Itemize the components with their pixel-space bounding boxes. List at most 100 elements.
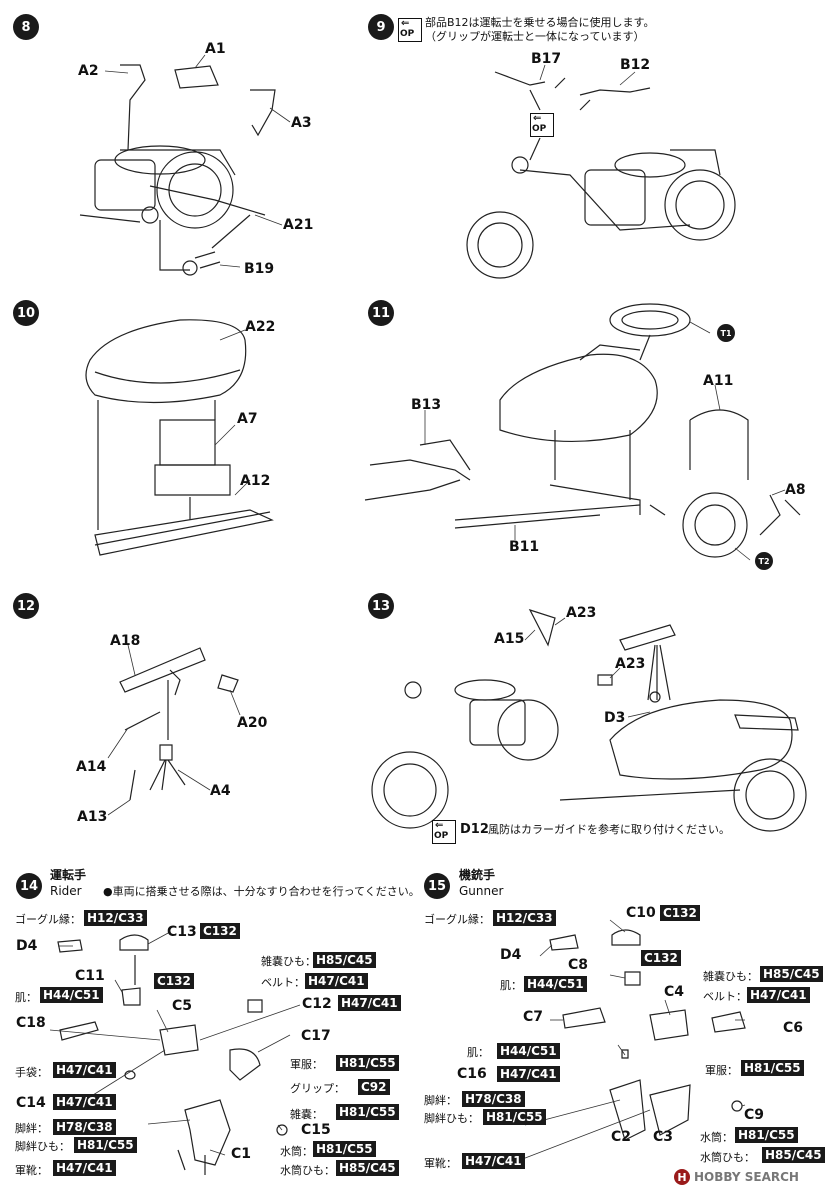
paint-code-c16: H47/C41 bbox=[497, 1066, 560, 1082]
part-label-c15: C15 bbox=[301, 1122, 331, 1138]
part-label-c2: C2 bbox=[611, 1129, 632, 1145]
paint-code-goggle: H12/C33 bbox=[84, 910, 147, 926]
step8-motorcycle-drawing bbox=[79, 64, 276, 276]
windshield-note: 風防はカラーガイドを参考に取り付けください。 bbox=[488, 823, 730, 836]
optional-part-icon: ⇐OP bbox=[432, 820, 456, 844]
part-label-c5: C5 bbox=[172, 998, 193, 1014]
paint-code-skin2-gunner: H44/C51 bbox=[497, 1043, 560, 1059]
step11-sidecar-drawing bbox=[364, 303, 801, 558]
paint-code-c14: H47/C41 bbox=[53, 1094, 116, 1110]
paint-code-stirrup: H78/C38 bbox=[53, 1119, 116, 1135]
step-number-12: 12 bbox=[13, 593, 39, 619]
paint-code-stirrup-strap: H81/C55 bbox=[74, 1137, 137, 1153]
paint-code-belt-gunner: H47/C41 bbox=[747, 987, 810, 1003]
label-belt-gunner: ベルト： bbox=[703, 990, 747, 1003]
part-label-a14: A14 bbox=[76, 759, 107, 775]
step9-note-line2: （グリップが運転士と一体になっています） bbox=[425, 30, 645, 43]
paint-code-stirrup-gunner: H78/C38 bbox=[462, 1091, 525, 1107]
part-label-c11: C11 bbox=[75, 968, 105, 984]
label-skin2-gunner: 肌： bbox=[467, 1046, 489, 1059]
paint-code-canteen-strap: H85/C45 bbox=[336, 1160, 399, 1176]
part-label-t1: T1 bbox=[717, 324, 735, 342]
part-label-a8: A8 bbox=[785, 482, 806, 498]
part-label-d4-gunner: D4 bbox=[500, 947, 522, 963]
label-uniform-gunner: 軍服： bbox=[705, 1064, 738, 1077]
label-stirrup: 脚絆： bbox=[15, 1122, 48, 1135]
label-canteen: 水筒： bbox=[280, 1145, 313, 1158]
part-label-c6: C6 bbox=[783, 1020, 804, 1036]
label-boots: 軍靴： bbox=[15, 1164, 48, 1177]
label-stirrup-strap: 脚絆ひも： bbox=[15, 1140, 70, 1153]
part-label-c1: C1 bbox=[231, 1146, 252, 1162]
label-boots-gunner: 軍靴： bbox=[424, 1157, 457, 1170]
step-number-14: 14 bbox=[16, 873, 42, 899]
rider-title-jp: 運転手 bbox=[50, 868, 87, 882]
label-skin: 肌： bbox=[15, 991, 37, 1004]
paint-code-bag: H81/C55 bbox=[336, 1104, 399, 1120]
step10-sidecar-drawing bbox=[85, 319, 274, 556]
part-label-a7: A7 bbox=[237, 411, 258, 427]
part-label-b11: B11 bbox=[509, 539, 540, 555]
step-number-11: 11 bbox=[368, 300, 394, 326]
label-canteen-gunner: 水筒： bbox=[700, 1131, 733, 1144]
part-label-b13: B13 bbox=[411, 397, 442, 413]
part-label-a20: A20 bbox=[237, 715, 268, 731]
part-label-c8: C8 bbox=[568, 957, 589, 973]
paint-code-canteen-gunner: H81/C55 bbox=[735, 1127, 798, 1143]
paint-code-skin: H44/C51 bbox=[40, 987, 103, 1003]
gunner-title-en: Gunner bbox=[459, 884, 504, 898]
gunner-title-jp: 機銃手 bbox=[459, 868, 496, 882]
step-number-13: 13 bbox=[368, 593, 394, 619]
part-label-a15: A15 bbox=[494, 631, 525, 647]
part-label-a21: A21 bbox=[283, 217, 314, 233]
label-skin-gunner: 肌： bbox=[500, 979, 522, 992]
step-number-15: 15 bbox=[424, 873, 450, 899]
part-label-a3: A3 bbox=[291, 115, 312, 131]
optional-part-icon: ⇐OP bbox=[530, 113, 554, 137]
part-label-a11: A11 bbox=[703, 373, 734, 389]
part-label-a13: A13 bbox=[77, 809, 108, 825]
step13-assembled-drawing bbox=[371, 608, 807, 832]
paint-code-grip: C92 bbox=[358, 1079, 390, 1095]
part-label-d3: D3 bbox=[604, 710, 626, 726]
part-label-a23: A23 bbox=[566, 605, 597, 621]
windshield-part-code: D12 bbox=[460, 822, 489, 837]
paint-code-belt: H47/C41 bbox=[305, 973, 368, 989]
paint-code-uniform-gunner: H81/C55 bbox=[741, 1060, 804, 1076]
part-label-a1: A1 bbox=[205, 41, 226, 57]
paint-code-skin-gunner: H44/C51 bbox=[524, 976, 587, 992]
label-canteen-strap: 水筒ひも： bbox=[280, 1164, 335, 1177]
paint-code-bag-strap-gunner: H85/C45 bbox=[760, 966, 823, 982]
part-label-d4: D4 bbox=[16, 938, 38, 954]
part-label-c9: C9 bbox=[744, 1107, 765, 1123]
part-label-a12: A12 bbox=[240, 473, 271, 489]
step9-motorcycle-drawing bbox=[466, 71, 736, 279]
paint-code-bag-strap: H85/C45 bbox=[313, 952, 376, 968]
leader-lines bbox=[49, 54, 786, 1161]
paint-code-boots: H47/C41 bbox=[53, 1160, 116, 1176]
step15-gunner-drawing bbox=[549, 929, 746, 1141]
rider-title-en: Rider bbox=[50, 884, 82, 898]
label-stirrup-gunner: 脚絆： bbox=[424, 1094, 457, 1107]
part-label-c17: C17 bbox=[301, 1028, 331, 1044]
part-label-c7: C7 bbox=[523, 1009, 544, 1025]
part-label-c12: C12 bbox=[302, 996, 332, 1012]
part-label-c3: C3 bbox=[653, 1129, 674, 1145]
part-label-c4: C4 bbox=[664, 984, 685, 1000]
paint-code-canteen-strap-gunner: H85/C45 bbox=[762, 1147, 825, 1163]
label-canteen-strap-gunner: 水筒ひも： bbox=[700, 1151, 755, 1164]
part-label-b12: B12 bbox=[620, 57, 651, 73]
paint-code-canteen: H81/C55 bbox=[313, 1141, 376, 1157]
paint-code-glove: H47/C41 bbox=[53, 1062, 116, 1078]
step9-note-line1: 部品B12は運転士を乗せる場合に使用します。 bbox=[425, 16, 655, 29]
part-label-b19: B19 bbox=[244, 261, 275, 277]
part-label-c13: C13 bbox=[167, 924, 197, 940]
label-glove: 手袋： bbox=[15, 1066, 48, 1079]
part-label-c16: C16 bbox=[457, 1066, 487, 1082]
paint-code-stirrup-strap-gunner: H81/C55 bbox=[483, 1109, 546, 1125]
label-goggle-rim: ゴーグル縁： bbox=[15, 913, 81, 926]
part-label-b17: B17 bbox=[531, 51, 562, 67]
paint-code-c8: C132 bbox=[641, 950, 681, 966]
watermark: HOBBY SEARCH bbox=[694, 1170, 799, 1184]
